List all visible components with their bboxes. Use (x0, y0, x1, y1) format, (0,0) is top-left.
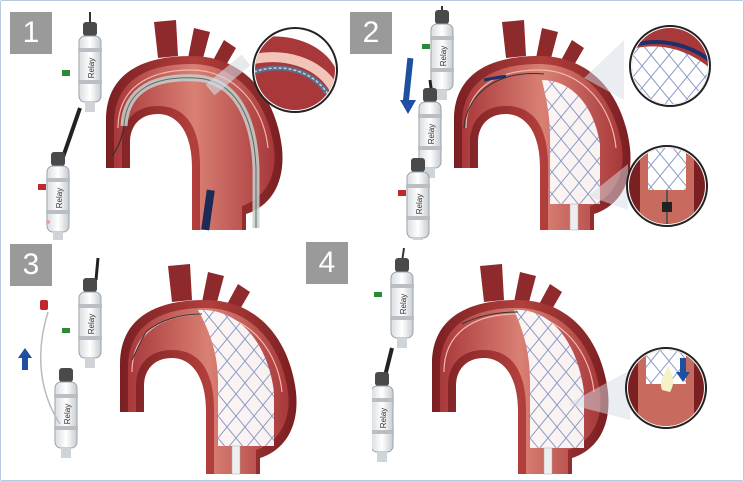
magnified-view (205, 27, 338, 113)
red-marker-icon (38, 184, 46, 190)
delivery-device-handle (40, 257, 103, 459)
step-number: 1 (22, 16, 40, 49)
step-1-illustration (38, 12, 338, 240)
step-badge: 1 (10, 12, 52, 54)
magnified-view-top (584, 25, 711, 107)
step-number: 3 (22, 248, 40, 281)
arrow-down-icon (680, 358, 686, 372)
delivery-device-handle (372, 247, 415, 463)
step-panel-2: 2 (350, 0, 744, 240)
green-marker-icon (422, 44, 430, 49)
step-3-illustration (18, 257, 298, 475)
magnified-view (568, 347, 707, 429)
step-badge: 3 (10, 244, 52, 286)
step-panel-4: 4 (306, 240, 744, 480)
step-number: 2 (362, 16, 380, 49)
magnified-view-bottom (588, 145, 708, 227)
aortic-arch (453, 19, 632, 231)
red-marker-icon (398, 190, 406, 196)
arrow-up-icon (18, 348, 32, 370)
step-badge: 2 (350, 12, 392, 54)
step-panel-3: 3 (0, 240, 372, 480)
arrow-down-icon (400, 57, 416, 114)
step-4-illustration (372, 247, 707, 475)
step-number: 4 (318, 246, 336, 279)
delivery-device-handle (38, 12, 103, 240)
red-marker-icon (40, 300, 48, 310)
step-2-illustration (398, 6, 711, 240)
aortic-arch (431, 263, 610, 475)
green-marker-icon (62, 328, 70, 333)
green-marker-icon (374, 292, 382, 297)
step-badge: 4 (306, 242, 348, 284)
aortic-arch (105, 19, 284, 231)
delivery-device-handle (398, 6, 455, 240)
step-panel-1: 1 (0, 0, 372, 240)
aortic-arch (119, 263, 298, 475)
green-marker-icon (62, 70, 70, 76)
